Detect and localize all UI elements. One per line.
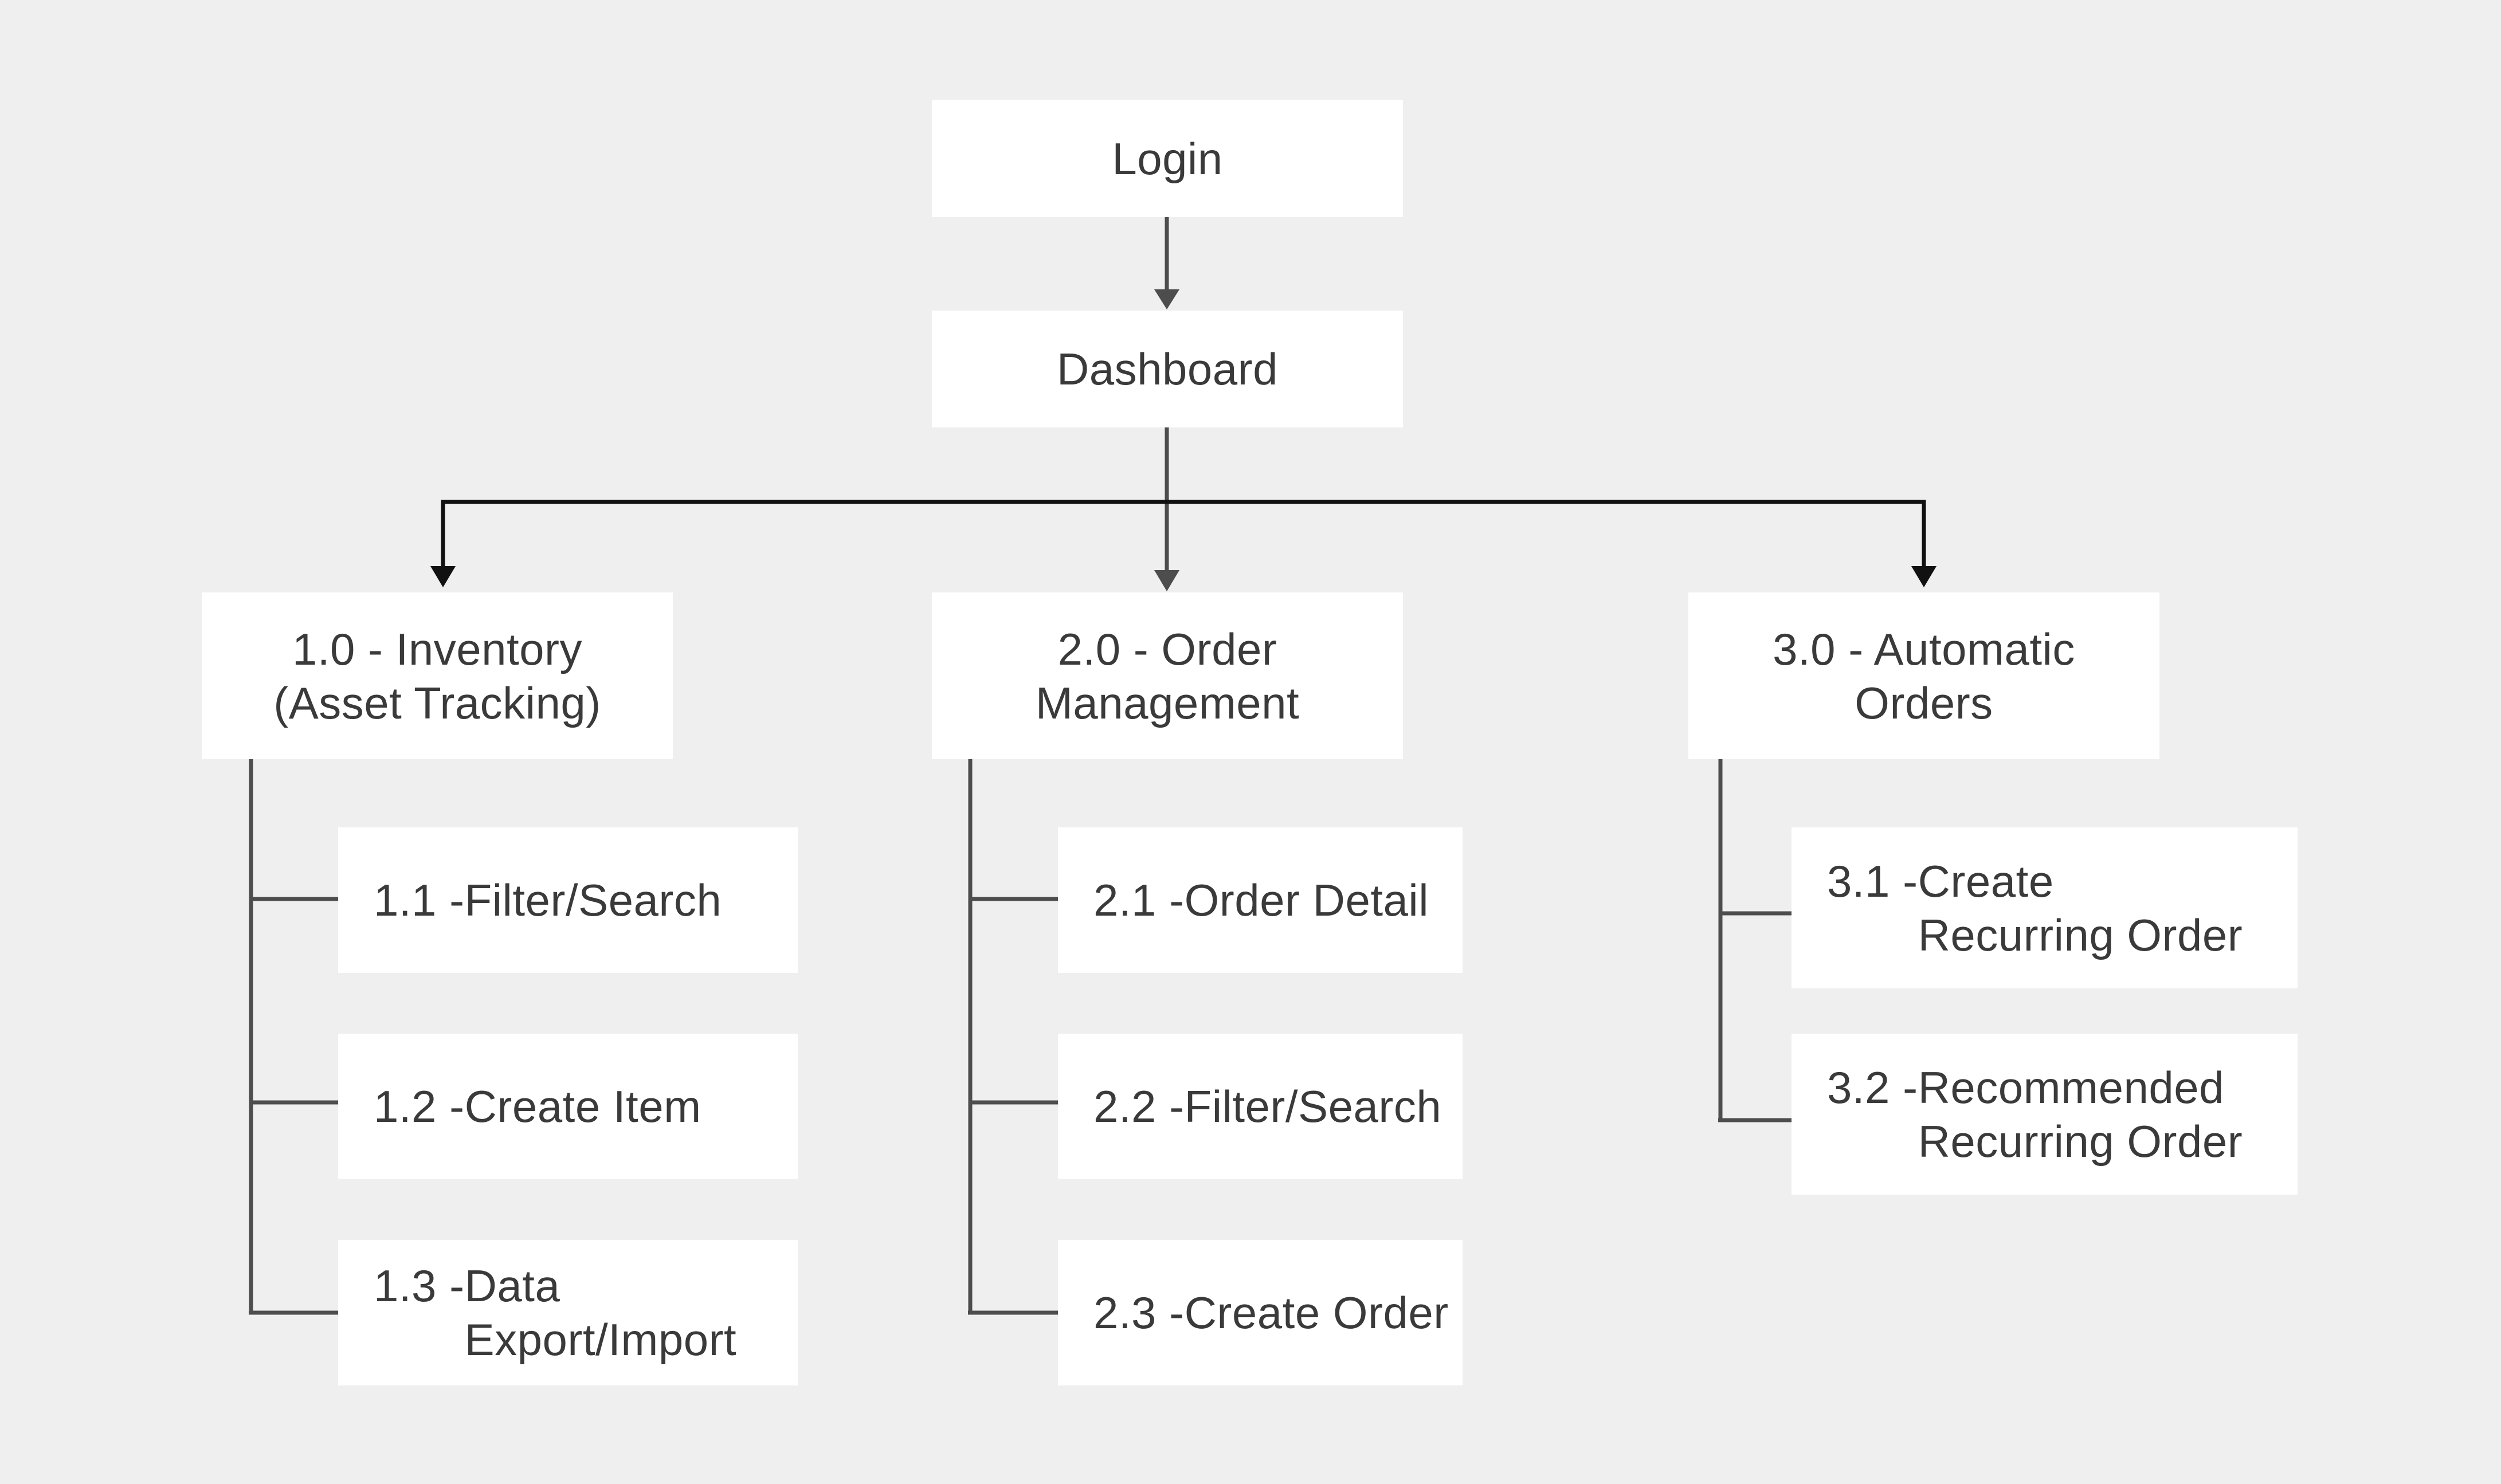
dashboard-box: Dashboard xyxy=(932,311,1403,427)
orders-child-order-detail: 2.1 - Order Detail xyxy=(1058,827,1463,973)
child-number: 2.2 - xyxy=(1093,1081,1185,1132)
child-number: 3.1 - xyxy=(1827,855,1918,906)
child-number: 3.2 - xyxy=(1827,1062,1918,1113)
automatic-child-create-recurring-order: 3.1 - Create Recurring Order xyxy=(1792,827,2298,988)
child-text: Create Recurring Order xyxy=(1918,855,2243,960)
section-order-management-box: 2.0 - Order Management xyxy=(932,592,1403,759)
inventory-child-filter-search: 1.1 - Filter/Search xyxy=(338,827,798,973)
child-number: 2.1 - xyxy=(1093,875,1185,925)
child-number: 1.1 - xyxy=(374,875,465,925)
login-label: Login xyxy=(1112,133,1223,184)
child-text: Filter/Search xyxy=(1184,1081,1442,1132)
section-order-management-label: 2.0 - Order Management xyxy=(1035,623,1300,728)
dashboard-arrowhead xyxy=(1154,289,1179,309)
automatic-child-recommended-recurring-order: 3.2 - Recommended Recurring Order xyxy=(1792,1034,2298,1195)
orders-child-filter-search: 2.2 - Filter/Search xyxy=(1058,1034,1463,1179)
section-inventory-label: 1.0 - Inventory (Asset Tracking) xyxy=(273,623,601,728)
dashboard-label: Dashboard xyxy=(1056,344,1279,394)
child-text: Recommended Recurring Order xyxy=(1918,1062,2243,1167)
section-inventory-box: 1.0 - Inventory (Asset Tracking) xyxy=(202,592,673,759)
section-automatic-orders-label: 3.0 - Automatic Orders xyxy=(1773,623,2075,728)
child-text: Order Detail xyxy=(1184,875,1429,925)
child-number: 2.3 - xyxy=(1093,1287,1185,1338)
orders-child-create-order: 2.3 - Create Order xyxy=(1058,1240,1463,1385)
inventory-child-create-item: 1.2 - Create Item xyxy=(338,1034,798,1179)
inventory-child-data-export-import: 1.3 - Data Export/Import xyxy=(338,1240,798,1385)
child-text: Create Item xyxy=(464,1081,701,1132)
section-automatic-orders-box: 3.0 - Automatic Orders xyxy=(1688,592,2159,759)
automatic-orders-arrowhead xyxy=(1911,566,1936,587)
orders-arrowhead xyxy=(1154,570,1179,591)
login-box: Login xyxy=(932,100,1403,217)
child-number: 1.3 - xyxy=(374,1261,465,1311)
child-number: 1.2 - xyxy=(374,1081,465,1132)
branch-bar-line xyxy=(441,500,1926,567)
child-text: Create Order xyxy=(1184,1287,1449,1338)
inventory-arrowhead xyxy=(430,566,456,587)
child-text: Filter/Search xyxy=(464,875,722,925)
child-text: Data Export/Import xyxy=(464,1261,737,1365)
